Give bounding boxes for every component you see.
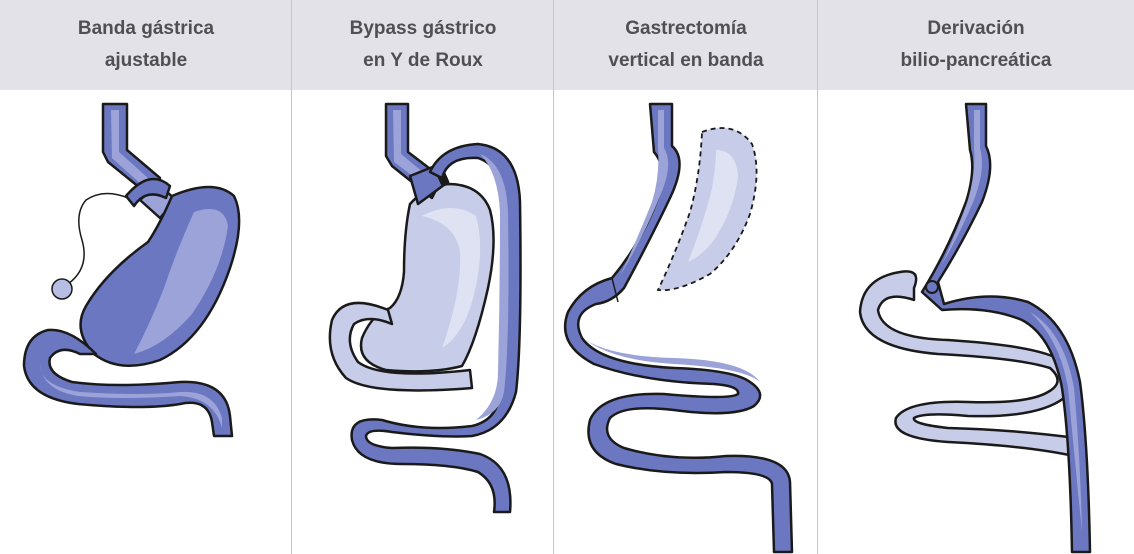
header-line2: bilio-pancreática	[901, 45, 1052, 77]
gastrectomia-illustration	[554, 92, 817, 554]
access-port-icon	[52, 279, 72, 299]
header-line2: vertical en banda	[608, 45, 763, 77]
bypass-illustration	[292, 92, 553, 554]
header-banda-gastrica: Banda gástrica ajustable	[0, 0, 292, 90]
sleeve-tract-shape	[565, 104, 792, 552]
panel-derivacion	[818, 92, 1134, 554]
derivacion-illustration	[818, 92, 1134, 554]
header-gastrectomia: Gastrectomía vertical en banda	[554, 0, 818, 90]
header-line1: Banda gástrica	[78, 13, 214, 45]
panel-gastrectomia	[554, 92, 817, 554]
header-line1: Derivación	[927, 13, 1024, 45]
header-bypass-gastrico: Bypass gástrico en Y de Roux	[292, 0, 554, 90]
header-line2: ajustable	[105, 45, 187, 77]
header-line2: en Y de Roux	[363, 45, 483, 77]
banda-gastrica-illustration	[0, 92, 291, 554]
header-line1: Bypass gástrico	[350, 13, 497, 45]
header-line1: Gastrectomía	[625, 13, 746, 45]
pylorus-icon	[926, 281, 938, 293]
panel-banda-gastrica	[0, 92, 291, 554]
panel-bypass-gastrico	[292, 92, 553, 554]
header-derivacion: Derivación bilio-pancreática	[818, 0, 1134, 90]
alimentary-limb-shape	[922, 104, 1090, 552]
